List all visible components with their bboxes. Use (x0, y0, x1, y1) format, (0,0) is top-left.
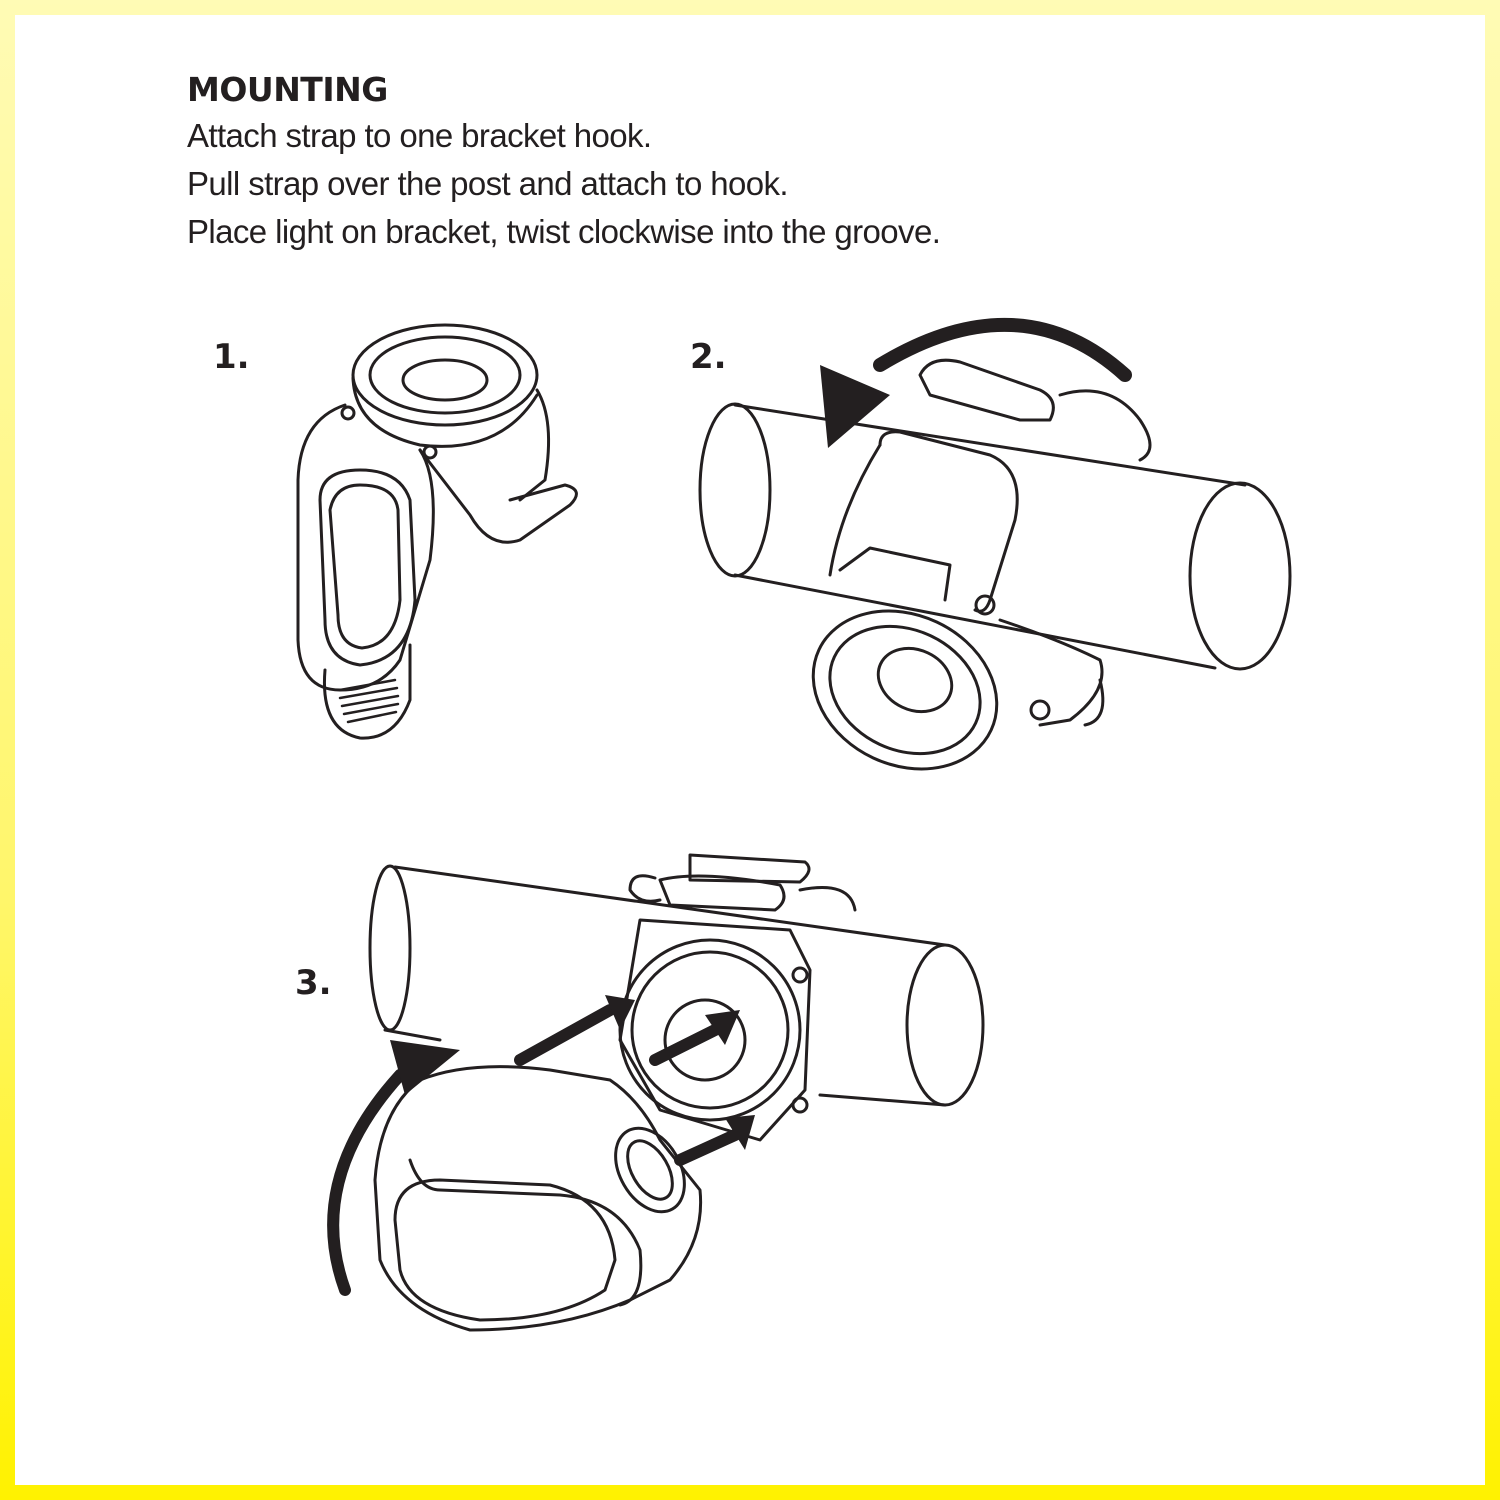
bracket-illustration-step-1 (296, 323, 578, 740)
insert-arrow-icon (705, 1010, 740, 1045)
instruction-page: MOUNTING Attach strap to one bracket hoo… (15, 15, 1485, 1485)
instruction-line-1: Attach strap to one bracket hook. (187, 117, 652, 154)
insert-arrow-icon (725, 1115, 755, 1150)
instruction-line-2: Pull strap over the post and attach to h… (187, 165, 789, 202)
step-3-label: 3. (295, 963, 332, 1003)
instruction-line-3: Place light on bracket, twist clockwise … (187, 213, 941, 250)
step-1-label: 1. (213, 337, 250, 377)
step-2-label: 2. (690, 337, 727, 377)
post-strap-illustration-step-2 (698, 317, 1292, 771)
light-mounting-illustration-step-3 (327, 853, 985, 1332)
section-heading: MOUNTING (187, 70, 388, 109)
twist-arrow-icon (390, 1040, 460, 1095)
rotate-arrow-icon (820, 365, 890, 448)
insert-arrow-icon (605, 995, 635, 1030)
